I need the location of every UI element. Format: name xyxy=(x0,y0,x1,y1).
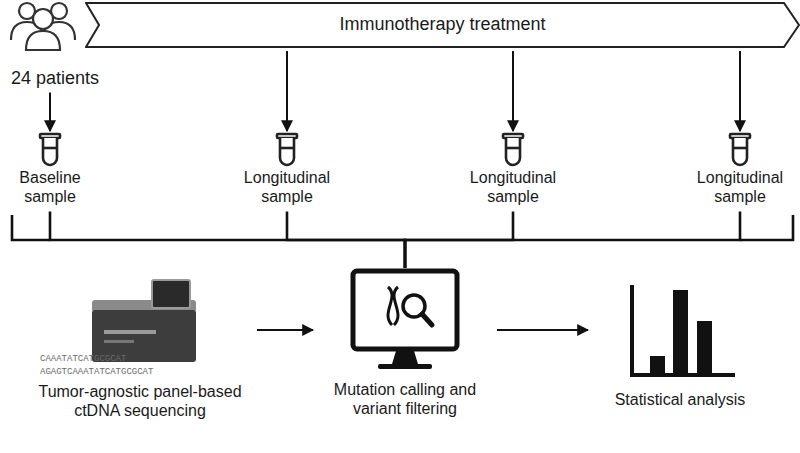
connector xyxy=(287,211,405,268)
sequencer-screen xyxy=(152,280,190,308)
tube-fill-line xyxy=(280,147,294,150)
tube-fill-line xyxy=(43,147,57,150)
connector xyxy=(257,329,313,331)
tube-body xyxy=(733,138,747,165)
chart-bar xyxy=(697,321,712,375)
tube-icon xyxy=(730,134,750,165)
person-head xyxy=(33,9,53,29)
magnifier-handle xyxy=(422,314,432,325)
tube-icon xyxy=(40,134,60,165)
patients-icon xyxy=(11,3,75,50)
sequencer-slot xyxy=(104,330,156,334)
node-text: Mutation calling and variant filtering xyxy=(315,380,495,418)
chart-axes xyxy=(632,285,735,375)
node-text: Statistical analysis xyxy=(590,390,770,409)
patient-group: 24 patients xyxy=(0,0,110,90)
chart-bar xyxy=(650,356,665,375)
node-text: Longitudinal sample xyxy=(232,168,342,206)
analysis-step: Mutation calling and variant filtering xyxy=(315,268,495,418)
dna-sequence-text: CAAATATCATGCGCAT xyxy=(40,354,126,364)
computer-icon xyxy=(353,271,457,369)
tube-icon xyxy=(277,134,297,165)
bracket-end xyxy=(740,215,793,240)
tube-body xyxy=(43,138,57,165)
connector xyxy=(50,211,405,268)
sample-tubes xyxy=(40,134,750,165)
bar-chart-icon xyxy=(632,285,735,375)
monitor-frame xyxy=(353,271,457,349)
chevron-shape xyxy=(86,3,799,47)
sample-tube: Longitudinal sample xyxy=(458,132,568,206)
treatment-banner: Immunotherapy treatment xyxy=(85,2,800,48)
tube-body xyxy=(506,138,520,165)
sample-tube: Longitudinal sample xyxy=(232,132,342,206)
node-text: Longitudinal sample xyxy=(685,168,795,206)
chart-bar xyxy=(673,290,688,375)
person-body xyxy=(26,31,60,50)
tube-icon xyxy=(503,134,523,165)
sample-tube: Longitudinal sample xyxy=(685,132,795,206)
sequencer-slot xyxy=(104,340,134,343)
connector xyxy=(739,51,741,131)
node-text: Immunotherapy treatment xyxy=(339,14,545,36)
dna-helix xyxy=(388,287,398,325)
node-text: Longitudinal sample xyxy=(458,168,568,206)
connector xyxy=(512,51,514,131)
connector xyxy=(286,51,288,131)
tube-fill-line xyxy=(506,147,520,150)
dna-sequence-text: AGAGTCAAATATCATGCGCAT xyxy=(40,367,153,377)
connector xyxy=(49,93,51,131)
tube-body xyxy=(280,138,294,165)
statistics-step: Statistical analysis xyxy=(590,282,770,409)
tube-rim xyxy=(277,134,297,138)
tube-fill-line xyxy=(733,147,747,150)
connector xyxy=(497,329,588,331)
tube-rim xyxy=(503,134,523,138)
monitor-stand xyxy=(392,351,418,364)
sequencer-icon xyxy=(92,280,196,362)
tube-rim xyxy=(730,134,750,138)
sample-tube: Baseline sample xyxy=(0,132,100,206)
node-text: 24 patients xyxy=(0,68,110,90)
connector xyxy=(405,211,740,268)
node-text: Baseline sample xyxy=(0,168,100,206)
tube-rim xyxy=(40,134,60,138)
bracket-end xyxy=(12,215,50,240)
monitor-base xyxy=(378,364,432,369)
node-text: Tumor-agnostic panel-based ctDNA sequenc… xyxy=(25,382,255,420)
